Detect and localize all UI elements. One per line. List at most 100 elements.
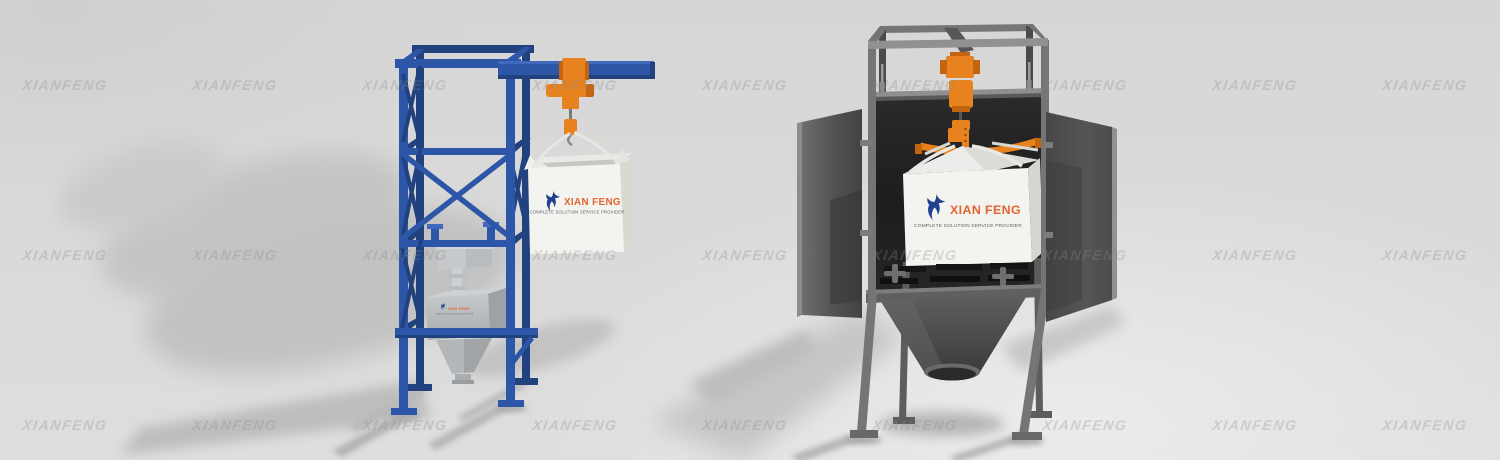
- weigh-box-side: [488, 288, 508, 336]
- bag-loop: [991, 141, 1039, 152]
- box-logo: XIAN FENG COMPLETE SOLUTION SERVICE PROV…: [435, 303, 474, 316]
- bag-front: [528, 164, 624, 254]
- paddle-slat: [990, 263, 1028, 269]
- base-plate: [850, 430, 878, 438]
- paddle-slat: [936, 264, 982, 270]
- bag-lifting-machine-blue: XIAN FENG COMPLETE SOLUTION SERVICE PROV…: [391, 45, 655, 415]
- hoist-motor-body: [546, 84, 592, 97]
- bulk-bag-left: XIAN FENG COMPLETE SOLUTION SERVICE PROV…: [524, 130, 634, 254]
- door-edge: [797, 122, 802, 317]
- platform: [395, 328, 538, 337]
- trolley-plate: [585, 62, 589, 80]
- trolley-wheel-plate: [940, 60, 947, 74]
- base-plate: [893, 417, 915, 424]
- feed-hopper: [438, 246, 466, 270]
- bag-logo-text: XIAN FENG: [950, 203, 1021, 217]
- bag-logo-right: XIAN FENG COMPLETE SOLUTION SERVICE PROV…: [914, 194, 1022, 229]
- base-plate: [408, 384, 432, 391]
- hoist-cable: [569, 109, 572, 121]
- bag-side: [620, 153, 634, 252]
- spreader-end-hook: [915, 144, 922, 154]
- base-plate: [391, 408, 417, 415]
- bag-unloader-machine-gray: XIAN FENG COMPLETE SOLUTION SERVICE PROV…: [797, 24, 1117, 440]
- discharge-cone-shade: [464, 338, 492, 373]
- x-brace-front: [402, 152, 512, 240]
- bag-loop: [908, 144, 956, 174]
- tower-post-front-right: [506, 60, 515, 402]
- box-logo-text: XIAN FENG: [448, 307, 470, 311]
- door-panel: [1046, 112, 1112, 322]
- door-edge: [1112, 127, 1117, 300]
- paddle-slat: [930, 276, 980, 282]
- base-plate: [514, 378, 538, 385]
- hook-block: [564, 119, 577, 135]
- hopper-cone: [880, 294, 1028, 375]
- turnbuckle: [879, 82, 885, 91]
- trolley-plate: [559, 62, 563, 80]
- top-beam-side-right: [506, 47, 531, 62]
- right-door: [1044, 112, 1117, 322]
- pipe-flange: [449, 274, 465, 278]
- drop-pipe: [452, 268, 462, 296]
- bag-side: [1028, 158, 1043, 262]
- hoist-motor-body: [949, 80, 973, 108]
- bag-loop: [574, 130, 619, 150]
- pipe-flange: [449, 286, 465, 290]
- spreader-end-hook: [1035, 138, 1042, 148]
- leg-front-left: [857, 294, 877, 432]
- door-hinge: [860, 140, 873, 146]
- front-crossbar-highlight: [866, 284, 1044, 294]
- strip-hole: [964, 139, 967, 143]
- platform-edge: [395, 335, 538, 338]
- shadow-blob: [58, 140, 222, 230]
- strip-hole: [964, 133, 967, 137]
- shadow-streak: [650, 308, 905, 460]
- strip-hole: [964, 127, 967, 131]
- paddle-slat: [884, 266, 926, 272]
- leg-shadow: [332, 410, 416, 457]
- paddle-slat: [880, 278, 918, 284]
- top-beam-back: [412, 45, 534, 53]
- leg-front-right: [1019, 290, 1050, 434]
- cage-post-front-left: [868, 43, 876, 296]
- trolley-wheel-plate: [973, 60, 980, 74]
- hoist-chain: [959, 112, 962, 122]
- bag-top-fold: [962, 146, 1040, 172]
- agitator-paddle: [992, 267, 1014, 286]
- platform-brace: [511, 336, 534, 364]
- cone-outlet: [455, 374, 471, 381]
- door-inner-reflection: [1046, 160, 1082, 312]
- base-plate: [1012, 432, 1042, 440]
- bag-loop: [573, 131, 620, 165]
- feed-hopper: [466, 244, 492, 268]
- jib-beam-end-cap: [650, 62, 655, 79]
- hoist-trolley: [946, 56, 974, 78]
- box-logo-tagline: COMPLETE SOLUTION SERVICE PROVIDER: [435, 314, 474, 316]
- electric-hoist-right: [940, 52, 980, 130]
- bag-logo-tagline: COMPLETE SOLUTION SERVICE PROVIDER: [914, 223, 1022, 229]
- crane-hook: [567, 134, 573, 147]
- spreader-perforated-strip: [962, 124, 969, 150]
- support-stub: [431, 228, 439, 242]
- bag-loop: [971, 144, 1023, 168]
- support-stub-cap: [427, 224, 443, 229]
- left-door: [797, 109, 873, 318]
- door-hinge: [860, 230, 873, 236]
- base-plate: [498, 400, 524, 407]
- bag-front: [903, 168, 1032, 266]
- bag-loop: [924, 141, 951, 156]
- shadow-blob: [464, 319, 616, 377]
- leg-shadow: [428, 402, 513, 450]
- front-rail: [399, 240, 515, 247]
- door-hinge: [1044, 232, 1053, 238]
- door-top-edge: [797, 109, 862, 123]
- door-hinge: [1044, 142, 1053, 148]
- cage-beam-top-front: [868, 38, 1048, 49]
- shadow-blob: [100, 150, 410, 300]
- base-plate: [1030, 411, 1052, 418]
- bulk-bag-right: XIAN FENG COMPLETE SOLUTION SERVICE PROV…: [903, 141, 1043, 266]
- door-shadow: [690, 330, 818, 406]
- drop-pipe: [470, 268, 477, 292]
